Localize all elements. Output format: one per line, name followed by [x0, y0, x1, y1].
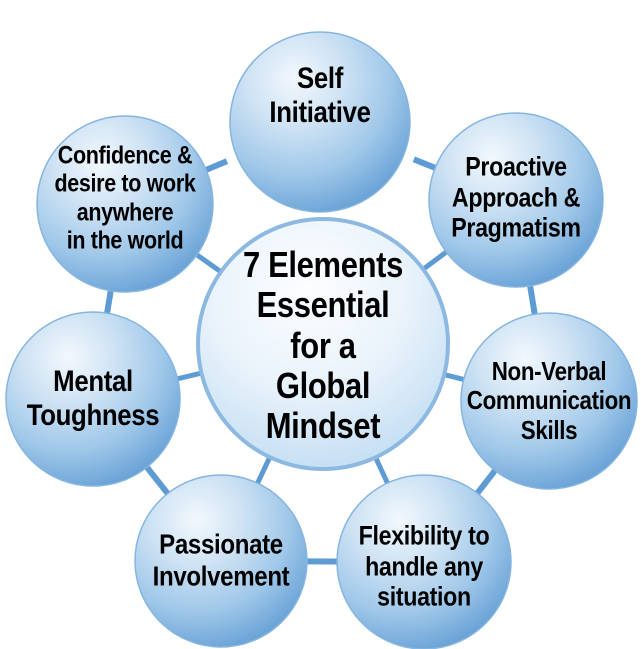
node-circle-passionate [134, 474, 308, 648]
node-circle-self-initiative [229, 31, 411, 213]
node-circle-confidence [36, 115, 214, 293]
outer-nodes [5, 31, 638, 649]
node-circle-proactive [428, 112, 604, 288]
node-circle-mental-toughness [5, 311, 181, 487]
node-circle-center-hub [196, 217, 450, 471]
node-circle-nonverbal [460, 312, 638, 490]
node-circle-flexibility [336, 474, 512, 649]
